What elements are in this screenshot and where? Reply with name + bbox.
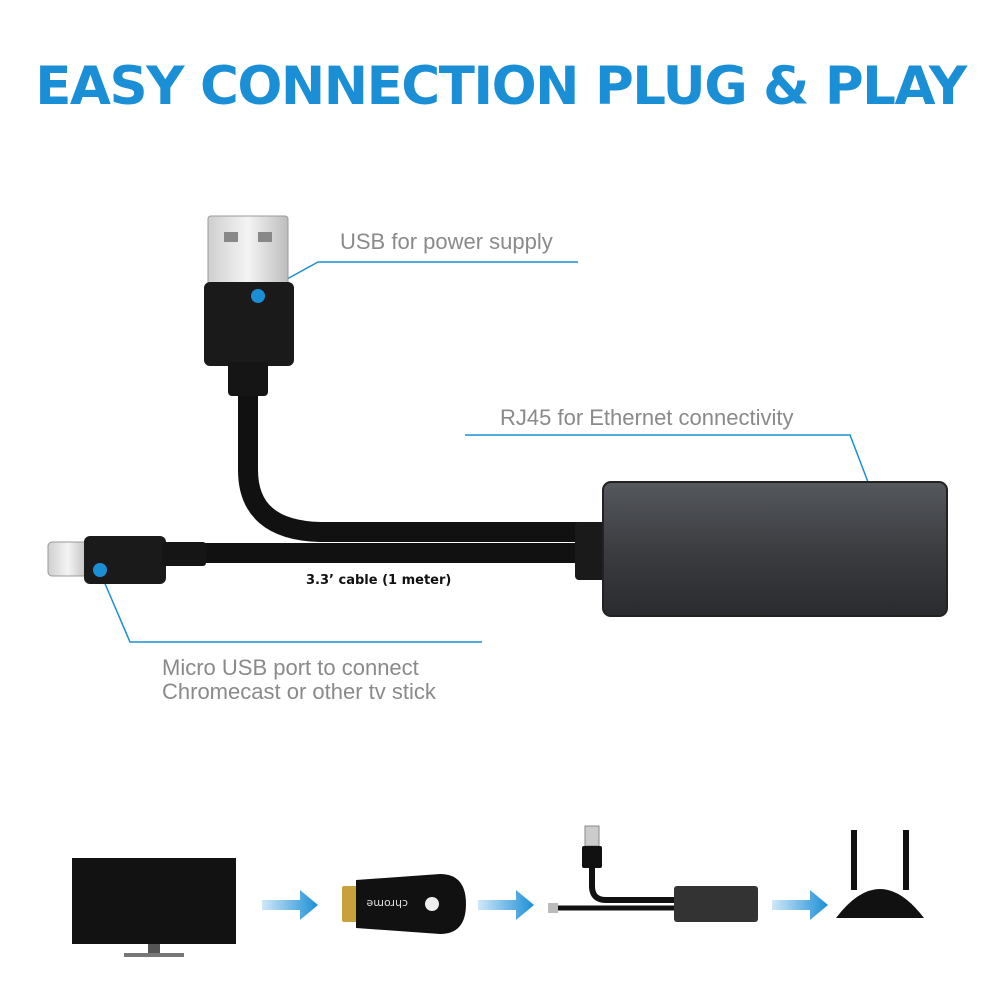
usb-cable	[238, 385, 595, 542]
micro-usb-callout-dot	[93, 563, 107, 577]
arrow-1-icon	[262, 890, 318, 920]
callout-line-micro-usb	[99, 571, 482, 643]
headline-title: EASY CONNECTION PLUG & PLAY	[35, 56, 967, 117]
tv-icon	[72, 858, 236, 957]
micro-usb-connector	[47, 536, 206, 584]
callout-line-usb	[257, 261, 578, 296]
usb-callout-dot	[251, 289, 265, 303]
ethernet-adapter	[575, 481, 948, 617]
callout-line-rj45	[465, 434, 869, 483]
chromecast-label: chrome	[366, 897, 408, 910]
callout-rj45: RJ45 for Ethernet connectivity	[500, 405, 794, 430]
callout-usb-power: USB for power supply	[340, 229, 553, 254]
arrow-2-icon	[478, 890, 534, 920]
chromecast-icon: chrome	[342, 874, 466, 934]
cables	[155, 385, 600, 563]
usb-a-connector	[204, 215, 294, 396]
adapter-icon	[548, 825, 758, 922]
arrow-3-icon	[772, 890, 828, 920]
callout-micro-usb: Micro USB port to connect Chromecast or …	[162, 655, 436, 704]
router-icon	[836, 830, 924, 918]
flow-arrows	[262, 890, 828, 920]
cable-length-label: 3.3’ cable (1 meter)	[306, 573, 452, 588]
